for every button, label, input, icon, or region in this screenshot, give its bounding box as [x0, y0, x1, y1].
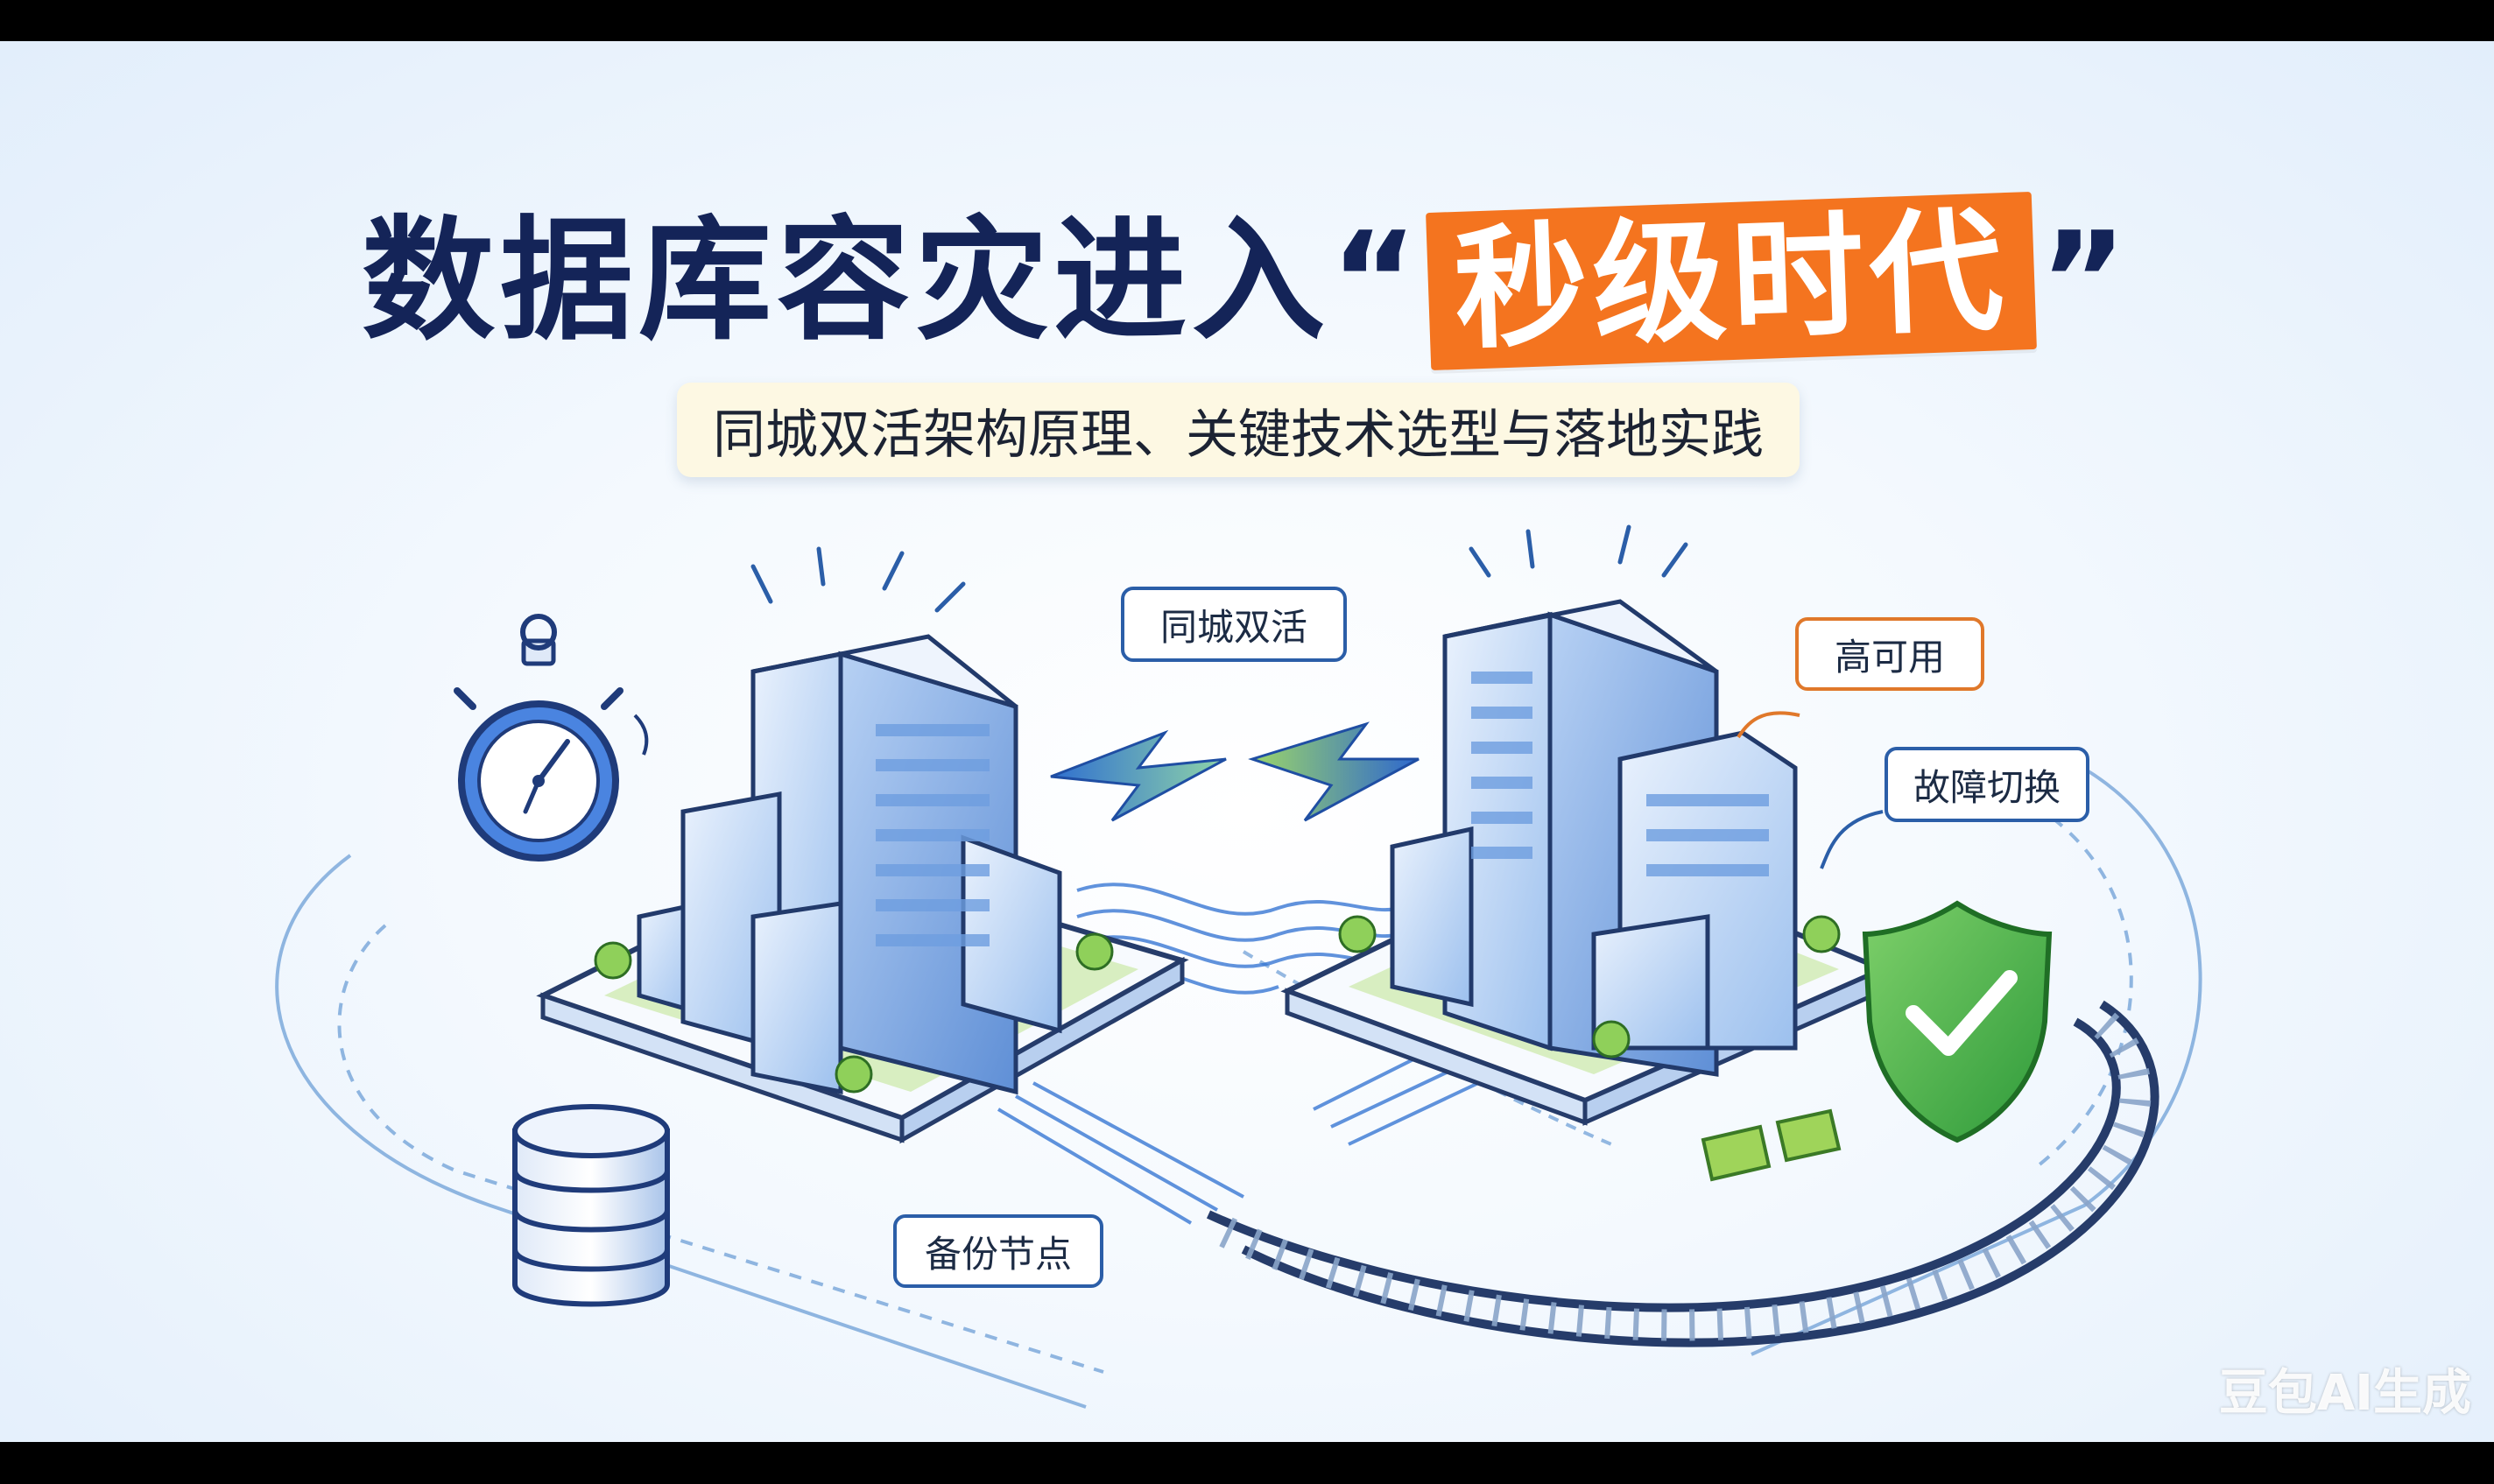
callout-connectors [1737, 711, 1884, 869]
title-open-quote: “ [1330, 203, 1423, 358]
watermark: 豆包AI生成 [2218, 1365, 2471, 1422]
trees-right [1338, 915, 1841, 1058]
callout-high-availability: 高可用 [1795, 617, 1984, 691]
shield-check-icon [1862, 900, 2053, 1143]
railway-track [1206, 999, 2159, 1347]
callout-backup-node: 备份节点 [893, 1214, 1103, 1288]
poster-canvas: 数据库容灾进入“秒级时代” 同城双活架构原理、关键技术选型与落地实践 同城双活 … [0, 41, 2494, 1442]
callout-failover: 故障切换 [1885, 747, 2089, 822]
title-main: 数据库容灾进入 [362, 203, 1331, 358]
callout-dual-active: 同城双活 [1121, 587, 1347, 662]
train-icon [1701, 1108, 1842, 1182]
left-building-group [637, 634, 1062, 1095]
right-building-group [1390, 599, 1798, 1077]
database-icon [512, 1104, 670, 1307]
title-close-quote: ” [2040, 203, 2132, 358]
stopwatch-icon [454, 614, 649, 862]
left-building-windows [876, 724, 990, 946]
sparkle-lines-left [750, 546, 966, 613]
right-building-windows [1471, 672, 1769, 876]
lightning-icon [1050, 721, 1420, 822]
sparkle-lines-right [1469, 524, 1688, 578]
trees-left [594, 932, 1114, 1094]
title-highlight: 秒级时代 [1426, 191, 2037, 371]
subtitle-banner: 同城双活架构原理、关键技术选型与落地实践 [677, 383, 1800, 477]
page-title: 数据库容灾进入“秒级时代” [0, 172, 2494, 371]
illustration-scene [275, 524, 2202, 1409]
